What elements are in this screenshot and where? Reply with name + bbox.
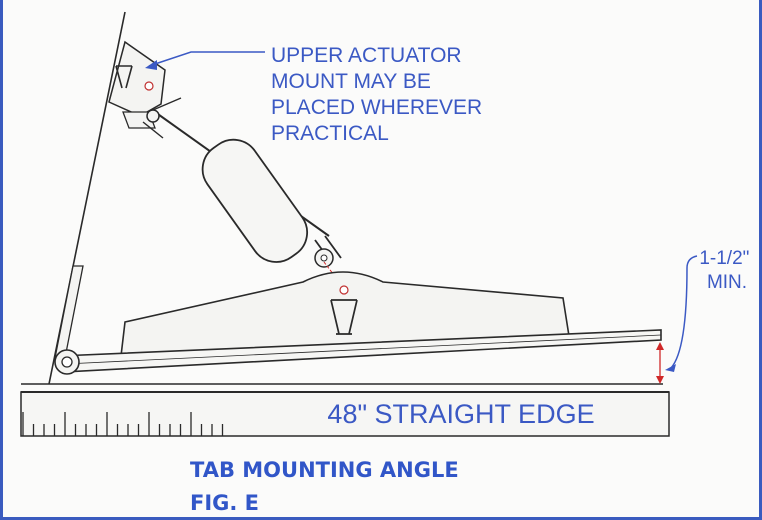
straight-edge-label: 48" STRAIGHT EDGE (327, 399, 594, 429)
dimension-indicator (656, 255, 698, 384)
figure-number: FIG. E (190, 491, 260, 515)
tab-hinge-pin (54, 349, 80, 375)
tab-mounting-diagram: UPPER ACTUATOR MOUNT MAY BE PLACED WHERE… (20, 11, 754, 437)
transom-hinge-strip (54, 265, 84, 359)
straight-edge (20, 391, 670, 437)
dimension-note: MIN. (707, 272, 747, 293)
upper-mount-note: UPPER ACTUATOR MOUNT MAY BE PLACED WHERE… (271, 44, 488, 145)
actuator-cylinder (142, 97, 330, 263)
note-line: PRACTICAL (271, 122, 389, 145)
note-line: UPPER ACTUATOR (271, 44, 462, 67)
dimension-label: 1-1/2" MIN. (699, 248, 754, 293)
ruler-ticks (22, 412, 224, 436)
mount-leader-arrow (145, 51, 265, 70)
dimension-value: 1-1/2" (699, 248, 749, 269)
upper-actuator-mount-bracket (108, 40, 166, 129)
figure-caption-title: TAB MOUNTING ANGLE (190, 458, 459, 482)
note-line: MOUNT MAY BE (271, 70, 431, 93)
note-line: PLACED WHEREVER (271, 96, 482, 119)
lower-tab-bracket (120, 271, 570, 357)
